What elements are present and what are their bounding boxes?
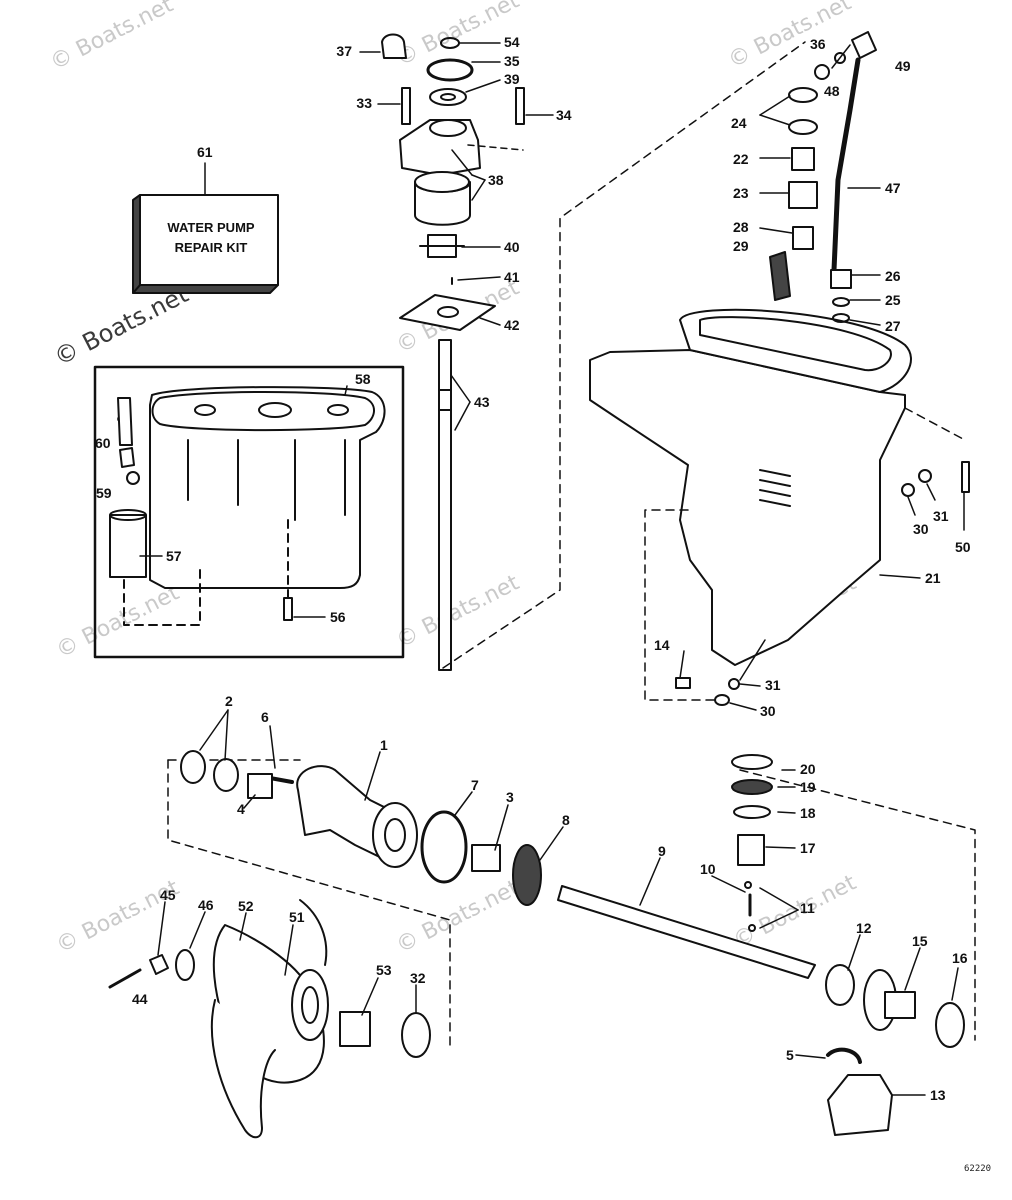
callout-7: 7: [471, 777, 479, 793]
callout-37: 37: [336, 43, 352, 59]
callout-30: 30: [913, 521, 929, 537]
callout-30b: 30: [760, 703, 776, 719]
propeller: [210, 899, 329, 1139]
callout-60: 60: [95, 435, 111, 451]
callout-5: 5: [786, 1047, 794, 1063]
callout-48: 48: [824, 83, 840, 99]
callout-19: 19: [800, 779, 816, 795]
callout-14: 14: [654, 637, 670, 653]
callout-8: 8: [562, 812, 570, 828]
callout-4: 4: [237, 801, 245, 817]
callout-26: 26: [885, 268, 901, 284]
water-pump-assembly: [381, 33, 525, 671]
callout-9: 9: [658, 843, 666, 859]
callout-16: 16: [952, 950, 968, 966]
callout-43: 43: [474, 394, 490, 410]
callout-18: 18: [800, 805, 816, 821]
kit-label-line2: REPAIR KIT: [174, 240, 248, 255]
callout-31: 31: [933, 508, 949, 524]
callout-39: 39: [504, 71, 520, 87]
callout-17: 17: [800, 840, 816, 856]
callout-20: 20: [800, 761, 816, 777]
callout-41: 41: [504, 269, 520, 285]
callout-47: 47: [885, 180, 901, 196]
callout-59: 59: [96, 485, 112, 501]
water-pump-repair-kit-box: [132, 194, 279, 294]
callout-53: 53: [376, 962, 392, 978]
callout-27: 27: [885, 318, 901, 334]
gearcase-housing: [589, 31, 912, 666]
drawing-code: 62220: [964, 1164, 992, 1174]
kit-label: WATER PUMP REPAIR KIT: [148, 218, 274, 258]
callout-38: 38: [488, 172, 504, 188]
callout-23: 23: [733, 185, 749, 201]
callout-35: 35: [504, 53, 520, 69]
callout-28: 28: [733, 219, 749, 235]
callout-10: 10: [700, 861, 716, 877]
lower-gear-assembly: [108, 750, 965, 1136]
callout-40: 40: [504, 239, 520, 255]
callout-33: 33: [356, 95, 372, 111]
callout-50: 50: [955, 539, 971, 555]
callout-46: 46: [198, 897, 214, 913]
callout-13: 13: [930, 1087, 946, 1103]
callout-51: 51: [289, 909, 305, 925]
callout-58: 58: [355, 371, 371, 387]
callout-61: 61: [197, 144, 213, 160]
callout-52: 52: [238, 898, 254, 914]
callout-3: 3: [506, 789, 514, 805]
callout-45: 45: [160, 887, 176, 903]
callout-12: 12: [856, 920, 872, 936]
callout-54: 54: [504, 34, 520, 50]
callout-34: 34: [556, 107, 572, 123]
callout-6: 6: [261, 709, 269, 725]
callout-44: 44: [132, 991, 148, 1007]
callout-2: 2: [225, 693, 233, 709]
callout-22: 22: [733, 151, 749, 167]
callout-31b: 31: [765, 677, 781, 693]
callout-42: 42: [504, 317, 520, 333]
callout-29: 29: [733, 238, 749, 254]
callout-49: 49: [895, 58, 911, 74]
callout-11: 11: [800, 900, 815, 916]
kit-label-line1: WATER PUMP: [167, 220, 255, 235]
callout-57: 57: [166, 548, 182, 564]
callout-25: 25: [885, 292, 901, 308]
callout-24: 24: [731, 115, 747, 131]
exhaust-housing-inset: [93, 365, 405, 659]
callout-15: 15: [912, 933, 928, 949]
callout-56: 56: [330, 609, 346, 625]
callout-1: 1: [380, 737, 388, 753]
callout-32: 32: [410, 970, 426, 986]
callout-21: 21: [925, 570, 941, 586]
callout-36: 36: [810, 36, 826, 52]
